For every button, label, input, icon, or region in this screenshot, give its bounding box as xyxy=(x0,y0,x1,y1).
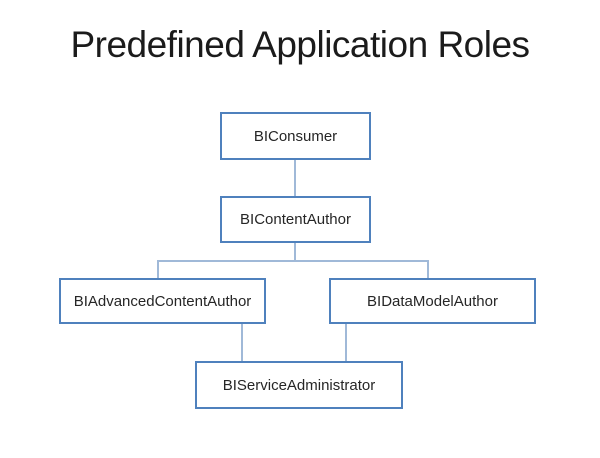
node-biadvancedcontentauthor-label: BIAdvancedContentAuthor xyxy=(73,292,252,310)
node-biserviceadministrator-label: BIServiceAdministrator xyxy=(222,376,376,394)
node-biconsumer-label: BIConsumer xyxy=(253,127,338,145)
connector-branch-to-bidatamodelauthor xyxy=(427,261,429,278)
connector-biadvancedcontentauthor-to-biserviceadministrator xyxy=(241,324,243,361)
node-bicontentauthor: BIContentAuthor xyxy=(220,196,371,243)
connector-branch-to-biadvancedcontentauthor xyxy=(157,261,159,278)
connector-bicontentauthor-stem xyxy=(294,243,296,261)
connector-branch-horizontal xyxy=(157,260,429,262)
slide-title: Predefined Application Roles xyxy=(70,24,530,65)
node-biadvancedcontentauthor: BIAdvancedContentAuthor xyxy=(59,278,266,324)
node-bicontentauthor-label: BIContentAuthor xyxy=(240,211,351,228)
connector-biconsumer-to-bicontentauthor xyxy=(294,160,296,196)
node-biconsumer: BIConsumer xyxy=(220,112,371,160)
node-bidatamodelauthor: BIDataModelAuthor xyxy=(329,278,536,324)
connector-bidatamodelauthor-to-biserviceadministrator xyxy=(345,324,347,361)
node-biserviceadministrator: BIServiceAdministrator xyxy=(195,361,403,409)
node-bidatamodelauthor-label: BIDataModelAuthor xyxy=(367,292,498,310)
